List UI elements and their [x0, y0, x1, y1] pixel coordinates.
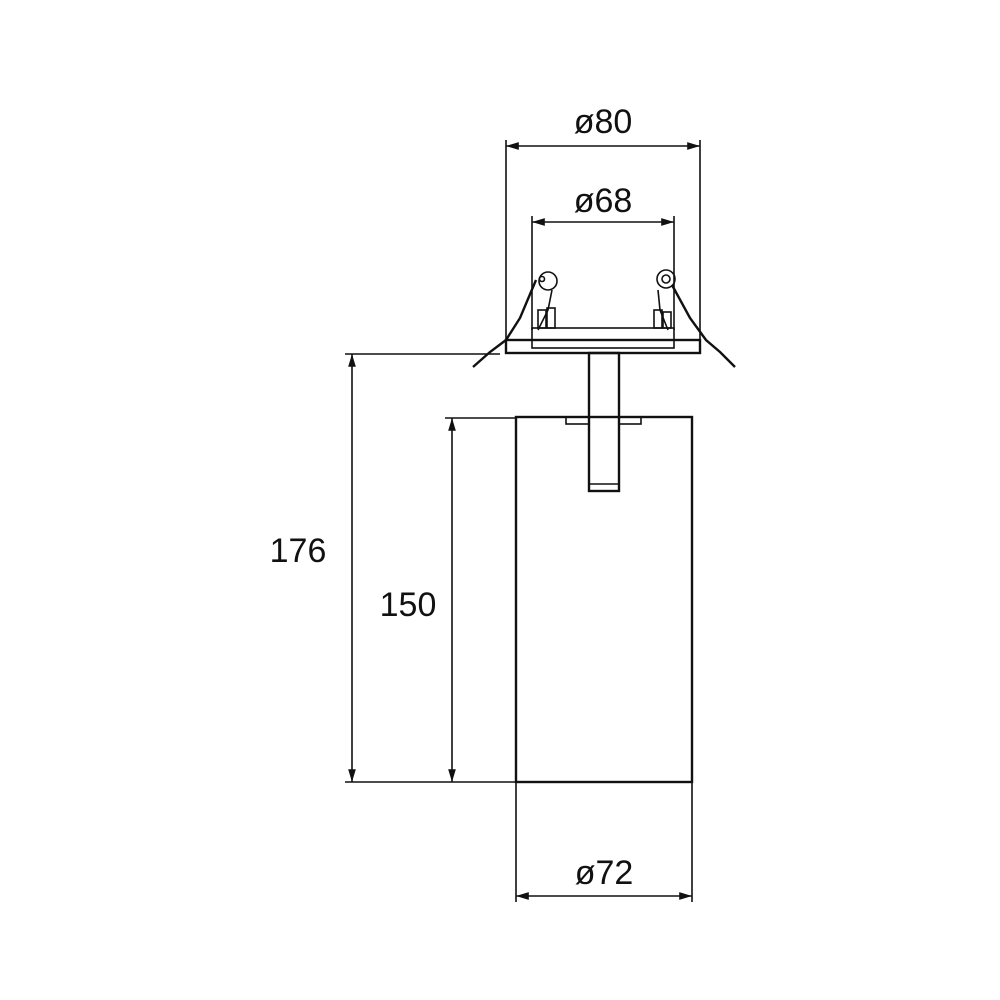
label-body-height: 150: [380, 586, 437, 624]
dimension-body-diameter: ø72: [515, 782, 693, 902]
dimension-cutout-diameter: ø68: [531, 182, 675, 330]
mounting-ring: [504, 327, 702, 355]
label-outer-diameter: ø80: [574, 103, 633, 141]
dimension-outer-diameter: ø80: [505, 103, 701, 346]
mounting-stem: [565, 351, 642, 493]
cylinder-body: [514, 415, 694, 784]
label-cutout-diameter: ø68: [574, 182, 633, 220]
dimension-total-height: 176: [270, 353, 516, 783]
spring-clip-left: [472, 271, 558, 368]
label-total-height: 176: [270, 532, 327, 570]
label-body-diameter: ø72: [575, 854, 634, 892]
dimension-body-height: 150: [380, 417, 516, 782]
spring-clip-right: [653, 269, 736, 368]
